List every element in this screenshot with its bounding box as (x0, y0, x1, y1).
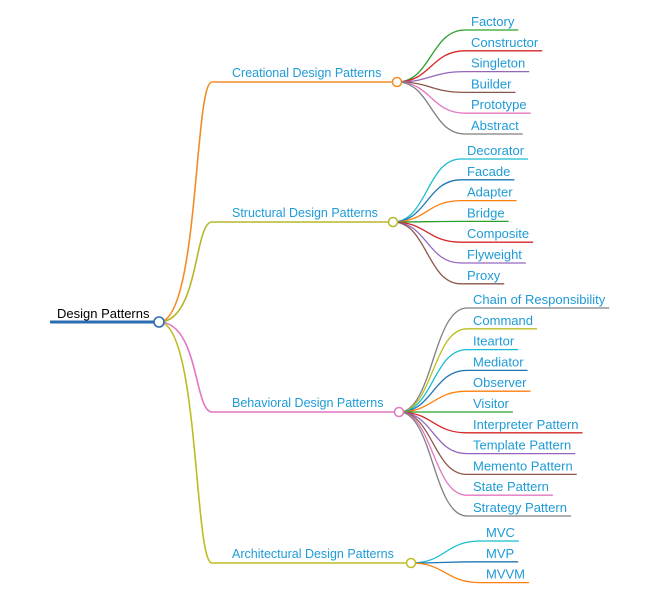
branch-collapse-toggle[interactable] (405, 557, 417, 569)
leaf-label[interactable]: Observer (473, 375, 527, 390)
leaf-label[interactable]: Constructor (471, 35, 539, 50)
edge-root-branch-2 (158, 321, 213, 413)
edge-branch-1-leaf-0 (392, 158, 462, 223)
branch-label[interactable]: Behavioral Design Patterns (232, 396, 383, 410)
leaf-label[interactable]: Template Pattern (473, 438, 571, 453)
underlines (50, 29, 610, 584)
edge-branch-2-leaf-2 (398, 348, 468, 413)
leaf-label[interactable]: MVP (486, 546, 514, 561)
leaf-label[interactable]: Iteartor (473, 334, 515, 349)
leaf-label[interactable]: Bridge (467, 205, 505, 220)
leaf-label[interactable]: Factory (471, 14, 515, 29)
leaf-label[interactable]: MVVM (486, 567, 525, 582)
edge-branch-1-leaf-6 (392, 221, 462, 285)
edge-branch-2-leaf-7 (398, 411, 468, 455)
edge-branch-2-leaf-3 (398, 369, 468, 413)
leaf-label[interactable]: MVC (486, 525, 515, 540)
leaf-label[interactable]: Singleton (471, 56, 525, 71)
leaf-label[interactable]: Builder (471, 76, 512, 91)
edge-branch-1-leaf-4 (392, 221, 462, 243)
edge-root-branch-1 (158, 221, 213, 323)
edge-root-branch-3 (158, 321, 213, 564)
labels: Design Patterns Creational Design Pattern… (57, 14, 606, 582)
leaf-label[interactable]: Proxy (467, 268, 501, 283)
edge-branch-2-leaf-10 (398, 411, 468, 517)
leaf-label[interactable]: Decorator (467, 143, 525, 158)
edge-branch-1-leaf-1 (392, 179, 462, 223)
edge-branch-1-leaf-5 (392, 221, 462, 264)
branch-collapse-toggle[interactable] (387, 216, 399, 228)
leaf-label[interactable]: Interpreter Pattern (473, 417, 579, 432)
branch-label[interactable]: Structural Design Patterns (232, 206, 378, 220)
edge-branch-0-leaf-0 (396, 29, 466, 83)
edge-branch-2-leaf-9 (398, 411, 468, 496)
root-label[interactable]: Design Patterns (57, 306, 150, 321)
leaf-label[interactable]: Prototype (471, 97, 527, 112)
leaf-label[interactable]: Mediator (473, 354, 524, 369)
branch-label[interactable]: Creational Design Patterns (232, 66, 381, 80)
leaf-label[interactable]: Facade (467, 164, 510, 179)
edge-root-branch-0 (158, 81, 213, 323)
edge-branch-1-leaf-3 (392, 220, 462, 223)
leaf-label[interactable]: Adapter (467, 185, 513, 200)
branch-collapse-toggle[interactable] (391, 76, 403, 88)
edge-branch-0-leaf-5 (396, 81, 466, 135)
edge-branch-3-leaf-2 (410, 562, 481, 584)
leaf-label[interactable]: Chain of Responsibility (473, 292, 606, 307)
leaf-label[interactable]: Abstract (471, 118, 519, 133)
edge-branch-3-leaf-0 (410, 540, 481, 564)
edge-branch-2-leaf-0 (398, 307, 468, 413)
leaf-label[interactable]: Flyweight (467, 247, 522, 262)
leaf-label[interactable]: Visitor (473, 396, 510, 411)
branch-collapse-toggle[interactable] (393, 406, 405, 418)
leaf-label[interactable]: Composite (467, 226, 529, 241)
leaf-label[interactable]: Strategy Pattern (473, 500, 567, 515)
root-collapse-toggle[interactable] (153, 316, 165, 328)
edge-branch-2-leaf-1 (398, 328, 468, 413)
nodes (153, 76, 417, 569)
leaf-label[interactable]: Memento Pattern (473, 458, 573, 473)
edge-branch-1-leaf-2 (392, 199, 462, 223)
leaf-label[interactable]: State Pattern (473, 479, 549, 494)
leaf-label[interactable]: Command (473, 313, 533, 328)
branch-label[interactable]: Architectural Design Patterns (232, 547, 394, 561)
edges (158, 29, 481, 584)
